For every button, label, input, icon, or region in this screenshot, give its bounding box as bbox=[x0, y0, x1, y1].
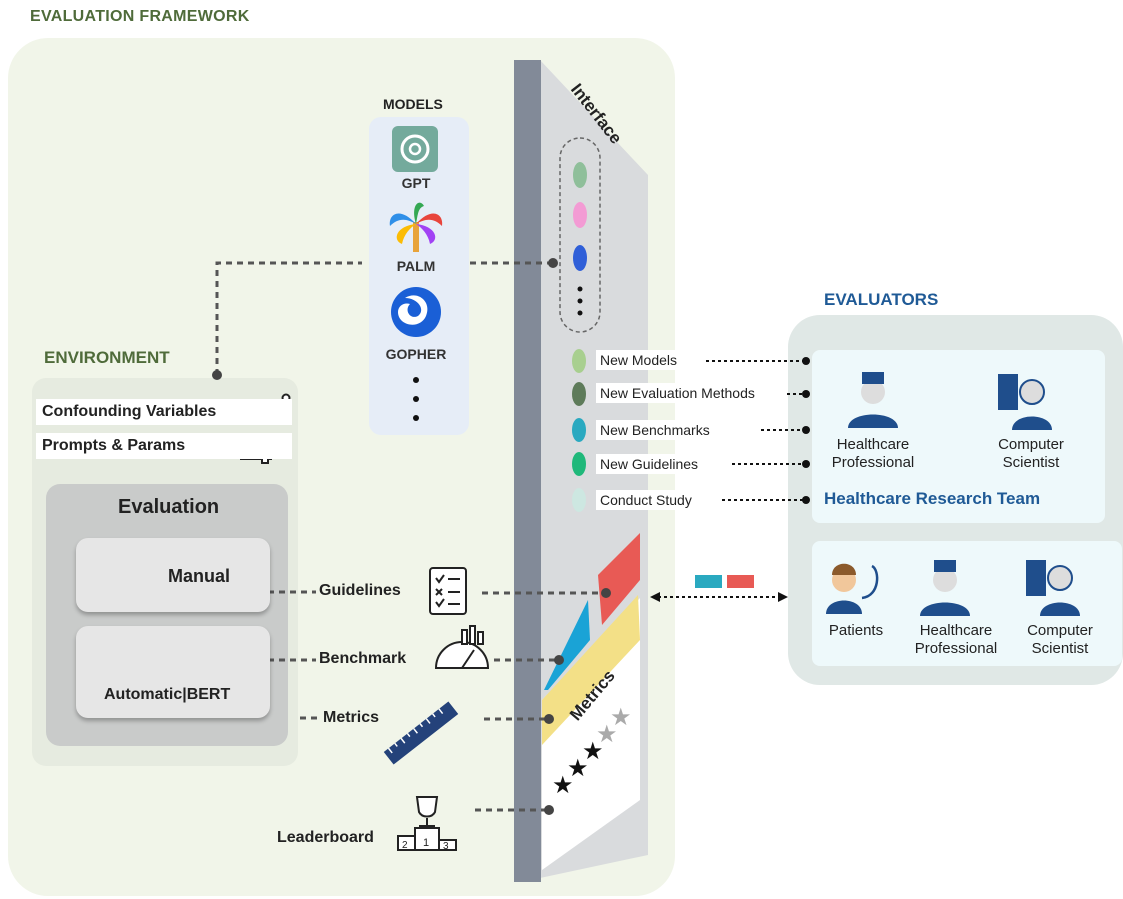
interface-item-new-guidelines[interactable]: New Guidelines bbox=[596, 454, 703, 474]
computer-scientist-icon bbox=[1026, 560, 1080, 616]
gauge-benchmark-icon bbox=[434, 625, 490, 669]
star-icon: ★ bbox=[596, 721, 618, 748]
study-member-computer-scientist: Computer Scientist bbox=[1027, 622, 1093, 657]
model-slots-outline bbox=[559, 137, 601, 333]
metrics-cyan-band bbox=[544, 600, 590, 690]
evaluation-title: Evaluation bbox=[118, 496, 220, 518]
computer-scientist-icon bbox=[998, 374, 1052, 430]
benchmark-label: Benchmark bbox=[316, 650, 410, 668]
healthcare-professional-icon bbox=[920, 560, 970, 616]
palm-tree-logo-icon bbox=[389, 202, 443, 252]
openai-logo-icon bbox=[392, 126, 438, 172]
model-slot-1 bbox=[573, 162, 587, 188]
guidelines-label: Guidelines bbox=[316, 582, 404, 600]
automatic-card[interactable] bbox=[76, 626, 270, 718]
study-member-healthcare-professional: Healthcare Professional bbox=[914, 622, 998, 657]
legend-red-box bbox=[727, 575, 754, 588]
checklist-icon bbox=[429, 567, 467, 615]
interface-dot bbox=[572, 418, 586, 442]
team-member-healthcare-professional: Healthcare Professional bbox=[831, 436, 915, 471]
legend-cyan-box bbox=[695, 575, 722, 588]
model-name-gopher: GOPHER bbox=[385, 346, 447, 362]
healthcare-professional-icon bbox=[848, 372, 898, 428]
interface-dot bbox=[572, 349, 586, 373]
interface-dot bbox=[572, 382, 586, 406]
patient-icon bbox=[826, 563, 879, 614]
star-icon: ★ bbox=[552, 772, 574, 799]
interface-dot bbox=[572, 488, 586, 512]
environment-title: ENVIRONMENT bbox=[44, 348, 170, 367]
interface-item-new-models[interactable]: New Models bbox=[596, 350, 682, 370]
model-slot-2 bbox=[573, 202, 587, 228]
metrics-yellow-band bbox=[542, 595, 640, 745]
svg-text:3: 3 bbox=[443, 841, 449, 852]
models-panel bbox=[369, 117, 469, 435]
model-name-palm: PALM bbox=[396, 258, 436, 274]
star-icon: ★ bbox=[582, 738, 604, 765]
leaderboard-label: Leaderboard bbox=[274, 829, 377, 847]
team-member-computer-scientist: Computer Scientist bbox=[998, 436, 1064, 471]
interface-dot bbox=[572, 452, 586, 476]
interface-item-conduct-study[interactable]: Conduct Study bbox=[596, 490, 696, 510]
confounding-variables-label: Confounding Variables bbox=[36, 399, 292, 425]
interface-item-new-evaluation-methods[interactable]: New Evaluation Methods bbox=[596, 383, 759, 403]
healthcare-research-team-title: Healthcare Research Team bbox=[824, 489, 1041, 508]
podium-trophy-icon bbox=[397, 796, 457, 851]
interface-item-new-benchmarks[interactable]: New Benchmarks bbox=[596, 420, 714, 440]
manual-label: Manual bbox=[168, 566, 231, 586]
model-name-gpt: GPT bbox=[401, 175, 431, 191]
models-title: MODELS bbox=[383, 96, 443, 112]
prompts-params-label: Prompts & Params bbox=[36, 433, 292, 459]
metrics-red-band bbox=[598, 533, 640, 625]
svg-text:2: 2 bbox=[402, 840, 408, 851]
interface-bar bbox=[514, 60, 541, 882]
deepmind-logo-icon bbox=[391, 287, 441, 337]
manual-card[interactable] bbox=[76, 538, 270, 612]
star-icon: ★ bbox=[610, 704, 632, 731]
svg-text:1: 1 bbox=[423, 837, 429, 849]
metrics-label: Metrics bbox=[320, 709, 383, 727]
framework-title: EVALUATION FRAMEWORK bbox=[30, 8, 250, 25]
model-slot-3 bbox=[573, 245, 587, 271]
star-icon: ★ bbox=[567, 755, 589, 782]
ruler-icon bbox=[383, 701, 459, 765]
automatic-label: Automatic|BERT bbox=[104, 686, 231, 703]
evaluators-title: EVALUATORS bbox=[824, 290, 939, 309]
study-member-patients: Patients bbox=[828, 622, 884, 639]
